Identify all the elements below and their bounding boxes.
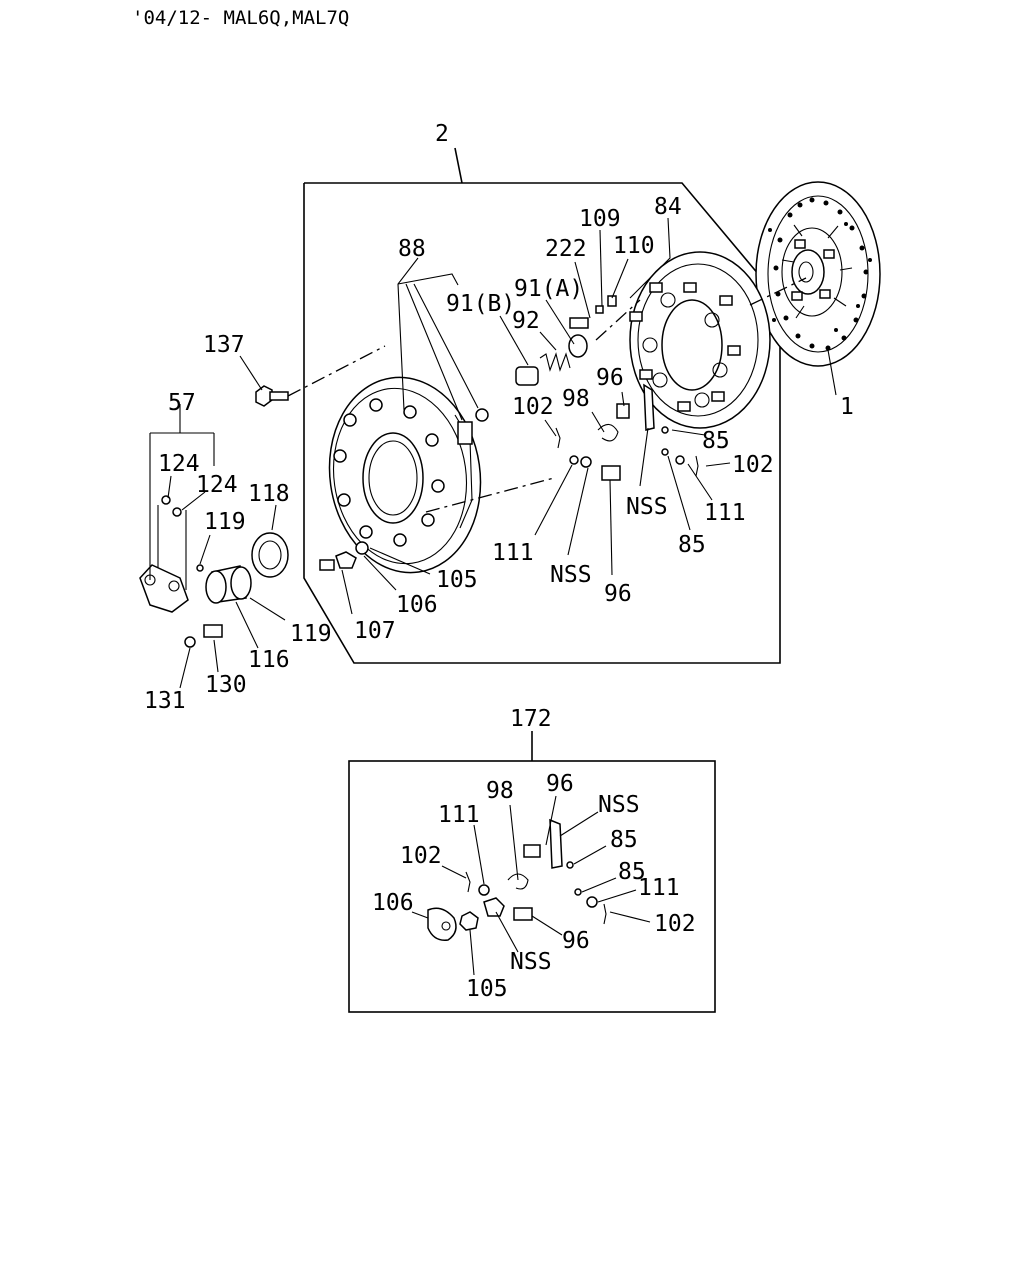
label-107: 107 (354, 618, 396, 644)
label-118: 118 (248, 481, 290, 507)
label-102a: 102 (512, 394, 554, 420)
label-111a: 111 (492, 540, 534, 566)
label-91b: 91(B) (446, 291, 515, 317)
label-k105: 105 (466, 976, 508, 1002)
label-91a: 91(A) (514, 276, 583, 302)
label-111b: 111 (704, 500, 746, 526)
label-84: 84 (654, 194, 682, 220)
label-119a: 119 (204, 509, 246, 535)
label-assembly-2: 2 (435, 121, 449, 147)
label-131: 131 (144, 688, 186, 714)
label-k85b: 85 (618, 859, 646, 885)
label-knss2: NSS (510, 949, 552, 975)
lower-kit-frame (348, 731, 716, 1013)
label-k96a: 96 (546, 771, 574, 797)
label-1: 1 (840, 394, 854, 420)
label-137: 137 (203, 332, 245, 358)
label-102b: 102 (732, 452, 774, 478)
label-k102b: 102 (654, 911, 696, 937)
label-96a: 96 (596, 365, 624, 391)
label-96b: 96 (604, 581, 632, 607)
clutch-cover (328, 376, 482, 574)
label-kit-172: 172 (510, 706, 552, 732)
label-92: 92 (512, 308, 540, 334)
pressure-plate (629, 251, 771, 429)
label-124b: 124 (196, 472, 238, 498)
label-k85a: 85 (610, 827, 638, 853)
label-85a: 85 (702, 428, 730, 454)
small-parts-upper (184, 295, 699, 648)
label-222: 222 (545, 236, 587, 262)
bolt-137 (255, 345, 386, 407)
label-98: 98 (562, 386, 590, 412)
release-fork (139, 495, 189, 613)
label-knss1: NSS (598, 792, 640, 818)
label-k111b: 111 (638, 875, 680, 901)
release-bearing (205, 532, 289, 604)
label-110: 110 (613, 233, 655, 259)
label-k96b: 96 (562, 928, 590, 954)
label-109: 109 (579, 206, 621, 232)
label-k98: 98 (486, 778, 514, 804)
leader-lines-upper (149, 217, 837, 689)
applicability-header: '04/12- MAL6Q,MAL7Q (132, 7, 349, 29)
label-88: 88 (398, 236, 426, 262)
label-85b: 85 (678, 532, 706, 558)
label-124a: 124 (158, 451, 200, 477)
label-nss2: NSS (550, 562, 592, 588)
label-57: 57 (168, 390, 196, 416)
label-119b: 119 (290, 621, 332, 647)
label-116: 116 (248, 647, 290, 673)
clutch-disc (755, 181, 881, 367)
label-nss1: NSS (626, 494, 668, 520)
label-k106: 106 (372, 890, 414, 916)
label-130: 130 (205, 672, 247, 698)
label-k102a: 102 (400, 843, 442, 869)
upper-assembly-frame (303, 147, 781, 664)
label-105: 105 (436, 567, 478, 593)
label-106: 106 (396, 592, 438, 618)
leader-lines-lower (411, 795, 651, 976)
kit-parts (427, 818, 607, 941)
label-k111a: 111 (438, 802, 480, 828)
